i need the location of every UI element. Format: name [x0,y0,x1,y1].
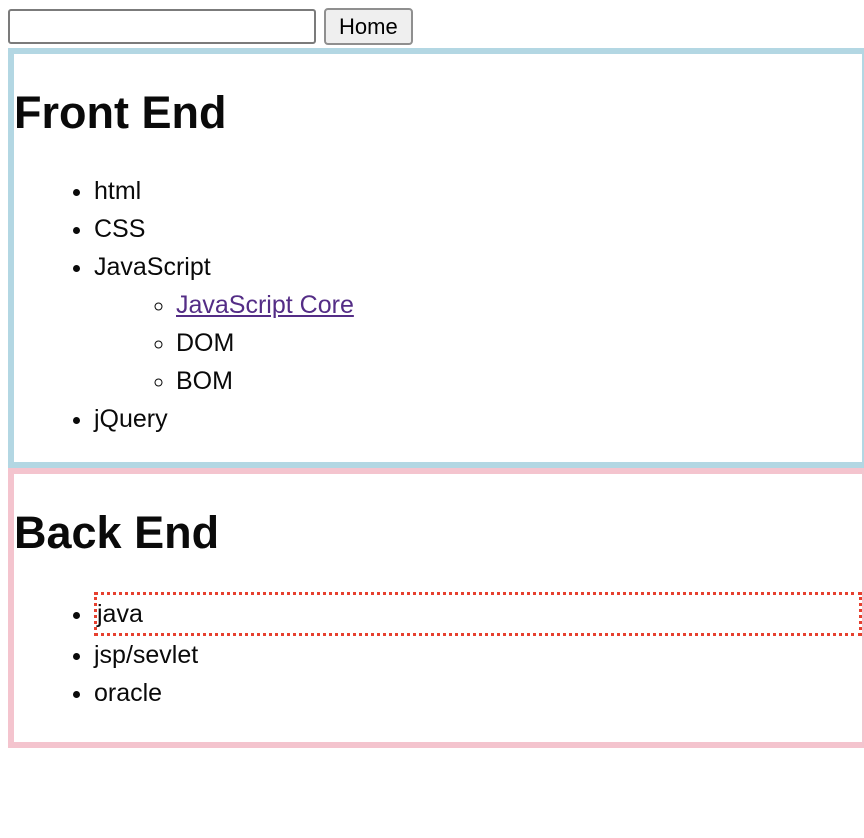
back-end-heading: Back End [14,507,220,558]
list-item-bom: BOM [176,362,862,400]
list-item-oracle: oracle [94,674,862,712]
list-item-html: html [94,172,862,210]
front-end-section: Front End html CSS JavaScript JavaScript… [8,48,864,468]
toolbar: Home [8,8,856,45]
back-end-list: java jsp/sevlet oracle [14,592,862,712]
list-item-java: java [94,592,862,636]
javascript-label: JavaScript [94,253,211,281]
list-item-css: CSS [94,210,862,248]
javascript-sublist: JavaScript Core DOM BOM [94,286,862,400]
list-item-dom: DOM [176,324,862,362]
home-button[interactable]: Home [324,8,413,45]
javascript-core-link[interactable]: JavaScript Core [176,291,354,319]
text-input[interactable] [8,9,316,44]
list-item-javascript-core: JavaScript Core [176,286,862,324]
back-end-section: Back End java jsp/sevlet oracle [8,468,864,748]
list-item-javascript: JavaScript JavaScript Core DOM BOM [94,248,862,400]
list-item-jquery: jQuery [94,400,862,438]
list-item-jsp-sevlet: jsp/sevlet [94,636,862,674]
front-end-heading: Front End [14,87,227,138]
front-end-list: html CSS JavaScript JavaScript Core DOM … [14,172,862,438]
